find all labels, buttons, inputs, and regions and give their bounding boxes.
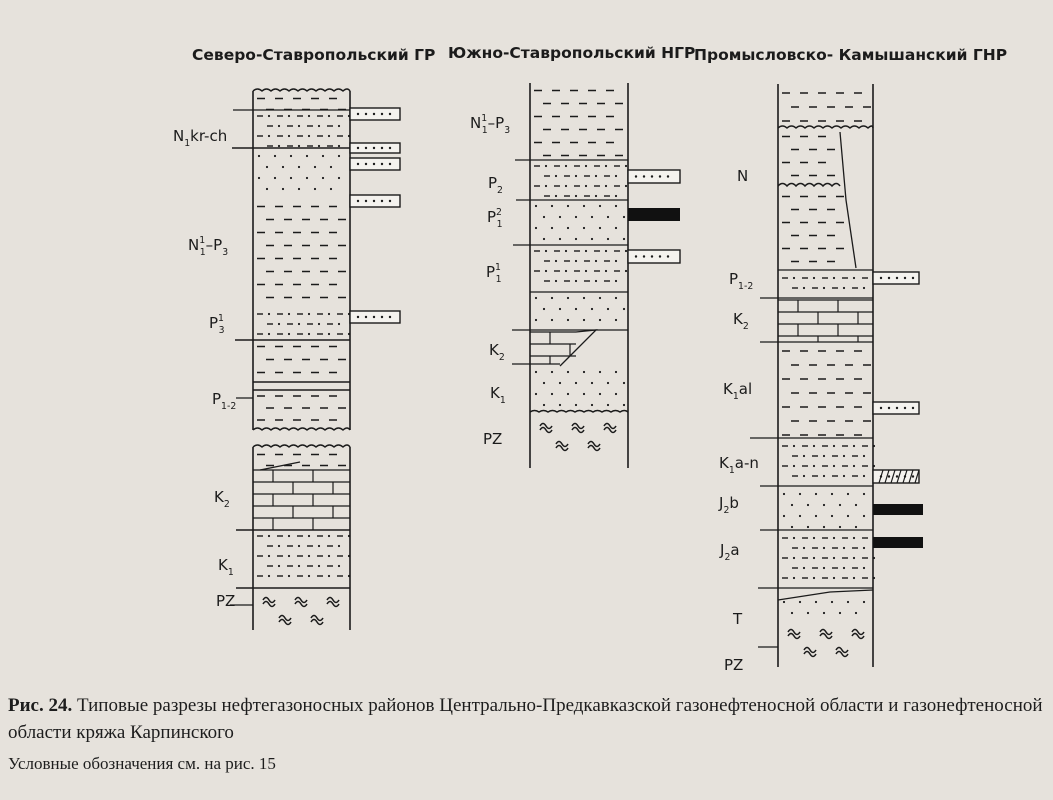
silt-pattern <box>534 164 628 198</box>
limestone-pattern <box>530 331 576 364</box>
clay-pattern <box>782 195 844 263</box>
column-title-yuzhno: Южно-Ставропольский НГР <box>448 44 695 62</box>
fault-boundary <box>839 131 857 269</box>
reservoir-marker <box>627 249 681 264</box>
silt-pattern <box>782 536 876 580</box>
figure-caption: Рис. 24. Типовые разрезы нефтегазоносных… <box>8 692 1048 746</box>
clay-pattern <box>257 205 346 299</box>
reservoir-marker <box>872 401 920 415</box>
label-t: T <box>732 610 743 628</box>
clay-pattern <box>257 453 346 467</box>
basement-pattern <box>787 628 865 658</box>
reservoir-marker <box>873 537 923 548</box>
fault-boundary <box>559 329 598 367</box>
clay-pattern <box>257 97 346 111</box>
legend-note: Условные обозначения см. на рис. 15 <box>8 754 276 773</box>
basement-pattern <box>539 422 617 452</box>
label-k1: K1 <box>490 384 506 406</box>
column-title-severo: Северо-Ставропольский ГР <box>192 46 435 64</box>
sand-pattern <box>534 370 626 407</box>
wavy-boundary <box>252 444 351 449</box>
clay-pattern <box>782 92 871 122</box>
label-k2: K2 <box>214 488 230 510</box>
reservoir-marker <box>627 169 681 184</box>
sand-pattern <box>257 154 341 191</box>
wavy-boundary <box>777 125 874 130</box>
figure-caption-text: Типовые разрезы нефтегазоносных районов … <box>8 695 1043 743</box>
sand-pattern <box>534 204 626 241</box>
clay-pattern <box>782 350 871 436</box>
clay-pattern <box>257 395 346 421</box>
wavy-boundary <box>529 409 629 413</box>
silt-pattern <box>782 444 876 478</box>
figure-label: Рис. 24. <box>8 695 73 716</box>
silt-pattern <box>782 276 876 290</box>
silt-pattern <box>257 534 351 578</box>
wavy-boundary <box>777 182 841 188</box>
label-k1: K1 <box>218 556 234 578</box>
reservoir-marker <box>349 194 401 208</box>
wavy-boundary <box>252 427 351 432</box>
clay-pattern <box>534 89 623 157</box>
stratum-boundary <box>259 461 301 471</box>
label-n: N <box>737 167 748 185</box>
silt-pattern <box>257 312 351 336</box>
basement-pattern <box>262 596 340 626</box>
label-k2: K2 <box>489 341 505 363</box>
label-pz: PZ <box>216 592 235 610</box>
label-p1-2: P1-2 <box>212 390 236 412</box>
reservoir-marker <box>349 157 401 171</box>
sand-pattern <box>782 492 866 529</box>
reservoir-marker <box>873 504 923 515</box>
label-j2b: J2b <box>718 494 739 516</box>
limestone-pattern <box>778 299 873 342</box>
label-n1kr-ch: N1kr-ch <box>173 127 227 149</box>
sand-pattern <box>782 600 866 615</box>
label-pz: PZ <box>483 430 502 448</box>
unconformity <box>777 589 874 601</box>
label-k1al: K1al <box>723 380 752 402</box>
silt-pattern <box>257 114 351 148</box>
label-j2a: J2a <box>719 541 740 563</box>
reservoir-marker <box>872 271 920 285</box>
label-pz: PZ <box>724 656 743 674</box>
silt-pattern <box>534 249 628 283</box>
label-k2: K2 <box>733 310 749 332</box>
column-title-promyslovsko: Промысловско- Камышанский ГНР <box>694 46 1007 64</box>
clay-pattern <box>782 135 835 177</box>
sand-pattern <box>534 296 626 322</box>
clay-pattern <box>257 345 346 374</box>
reservoir-marker <box>628 208 680 221</box>
label-k1a-n: K1a-n <box>719 454 759 476</box>
label-p2: P2 <box>488 174 503 196</box>
stratigraphic-sections-figure: Северо-Ставропольский ГР Южно-Ставропольс… <box>173 44 1007 674</box>
reservoir-marker <box>872 469 920 484</box>
reservoir-marker <box>349 310 401 324</box>
reservoir-marker <box>349 107 401 121</box>
label-p1-2: P1-2 <box>729 270 753 292</box>
wavy-boundary <box>252 88 351 93</box>
limestone-pattern <box>253 469 350 530</box>
reservoir-marker <box>349 142 401 154</box>
